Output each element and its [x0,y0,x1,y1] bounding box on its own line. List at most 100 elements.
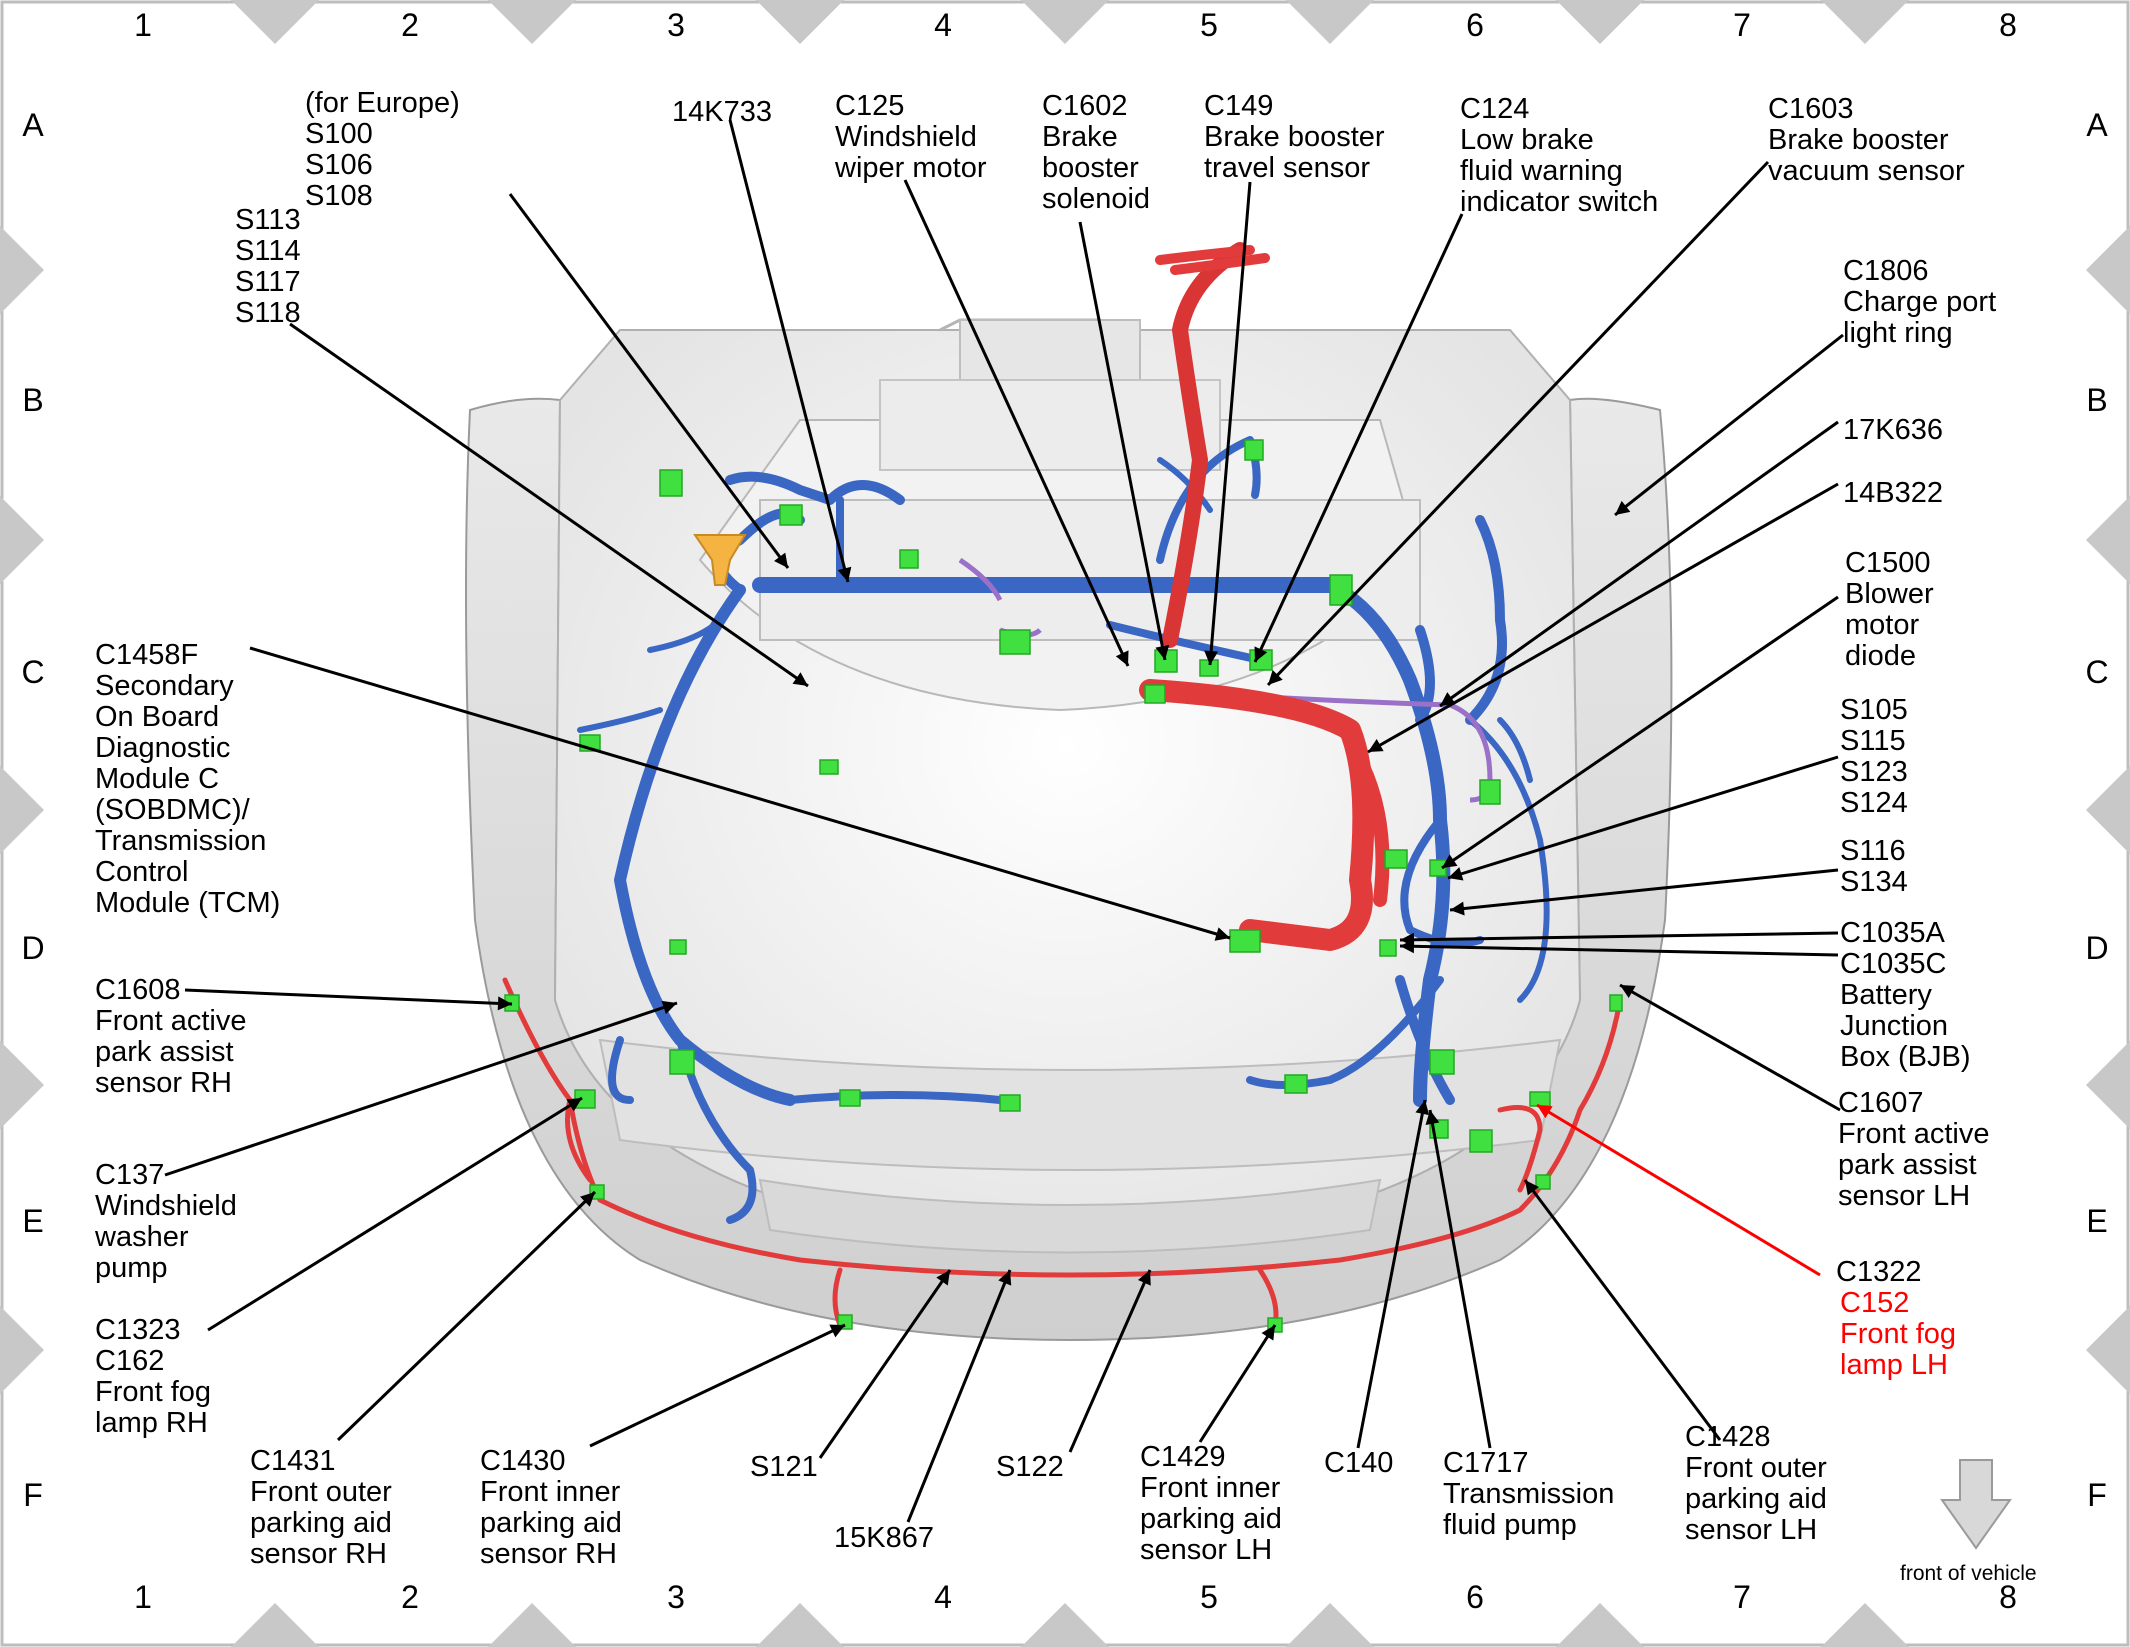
grid-column-label: 8 [1999,7,2017,43]
leader-arrowhead [829,1324,845,1338]
leader-arrowhead [1254,646,1268,662]
leader-arrowhead [1440,692,1456,706]
grid-diamond-marker [1556,0,1644,44]
grid-diamond-marker [2086,226,2130,314]
callout-line: wiper motor [835,152,987,184]
leader-arrowhead [792,672,808,686]
callout-line: 14B322 [1843,477,1943,509]
leader-line [1198,1324,1277,1443]
leader-line [1367,482,1839,754]
grid-diamond-marker [2086,496,2130,584]
callout-line: C140 [1324,1447,1394,1479]
grid-diamond-marker [2086,766,2130,854]
grid-diamond-marker [0,766,44,854]
callout-line: C1429 [1140,1441,1226,1473]
callout-17k636: 17K636 [1843,415,1943,446]
callout-line: Control [95,856,189,888]
grid-column-label: 2 [401,7,419,43]
callout-line: On Board [95,701,220,733]
grid-diamond-marker [1821,1603,1909,1647]
callout-line: C1608 [95,974,181,1006]
down-arrow-icon [1940,1459,2012,1550]
grid-column-label: 3 [667,7,685,43]
callout-line: Windshield [95,1190,237,1222]
leader-line [164,1001,678,1177]
callout-line: C125 [835,90,905,122]
callout-line: Front outer [1685,1452,1827,1484]
callout-line: sensor RH [95,1067,232,1099]
leader-line [1428,1109,1492,1449]
leader-line [336,1190,597,1442]
callout-line: Transmission [95,825,267,857]
grid-column-label: 7 [1733,7,1751,43]
callout-line: 17K636 [1843,414,1943,446]
grid-column-label: 5 [1200,1579,1218,1615]
leader-line [1441,595,1839,870]
leader-arrowhead [1368,738,1384,752]
leader-line [1399,944,1839,957]
grid-column-label: 6 [1466,7,1484,43]
leader-line [289,322,809,688]
leader-line [1068,1269,1152,1453]
front-of-vehicle-label: front of vehicle [1900,1562,2037,1585]
callout-line: C1035C [1840,948,1947,980]
callout-line: parking aid [1140,1503,1282,1535]
callout-line: C149 [1204,90,1274,122]
grid-diamond-marker [1556,1603,1644,1647]
grid-row-label: E [2086,1203,2108,1239]
callout-line: C124 [1460,93,1530,125]
leader-arrowhead [1115,650,1129,666]
callout-line: washer [95,1221,189,1253]
grid-row-label: B [2086,382,2108,418]
callout-c140: C140 [1324,1448,1393,1479]
callout-line: Battery [1840,979,1932,1011]
leader-arrowhead [1137,1270,1151,1286]
leader-arrowhead [661,1000,677,1015]
grid-column-label: 2 [401,1579,419,1615]
callout-line: (SOBDMC)/ [95,794,250,826]
leader-arrowhead [1261,1325,1275,1341]
callout-s121: S121 [750,1452,818,1483]
callout-line: C1603 [1768,93,1854,125]
leader-arrowhead [1537,1105,1553,1119]
callout-line: diode [1845,640,1916,672]
leader-line [1266,160,1770,687]
grid-diamond-marker [231,0,319,44]
callout-line: indicator switch [1460,186,1659,218]
callout-line: S116 [1840,835,1906,867]
callout-line: motor [1845,609,1920,641]
leader-line [184,988,513,1006]
callout-line: Brake [1042,121,1118,153]
grid-diamond-marker [756,1603,844,1647]
callout-line: 15K867 [834,1522,934,1554]
callout-line: C1806 [1843,255,1929,287]
grid-column-label: 4 [934,7,952,43]
leader-line [508,193,790,569]
grid-row-label: C [21,654,45,690]
leader-line [1399,931,1839,942]
callout-line: travel sensor [1204,152,1371,184]
grid-row-label: A [22,107,44,143]
callout-s122: S122 [996,1452,1064,1483]
leader-line [818,1269,952,1459]
callout-line: sensor LH [1685,1514,1818,1546]
callout-line: Diagnostic [95,732,231,764]
green-connectors [504,439,1623,1333]
grid-column-label: 8 [1999,1579,2017,1615]
callout-line: C1602 [1042,90,1128,122]
grid-diamond-marker [488,0,576,44]
leader-arrowhead [580,1192,595,1207]
grid-diamond-marker [2086,1306,2130,1394]
leader-line [1439,420,1839,708]
callout-line: 14K733 [672,96,772,128]
grid-row-label: D [2085,930,2109,966]
leader-line [589,1323,846,1448]
leader-arrowhead [1214,927,1230,941]
